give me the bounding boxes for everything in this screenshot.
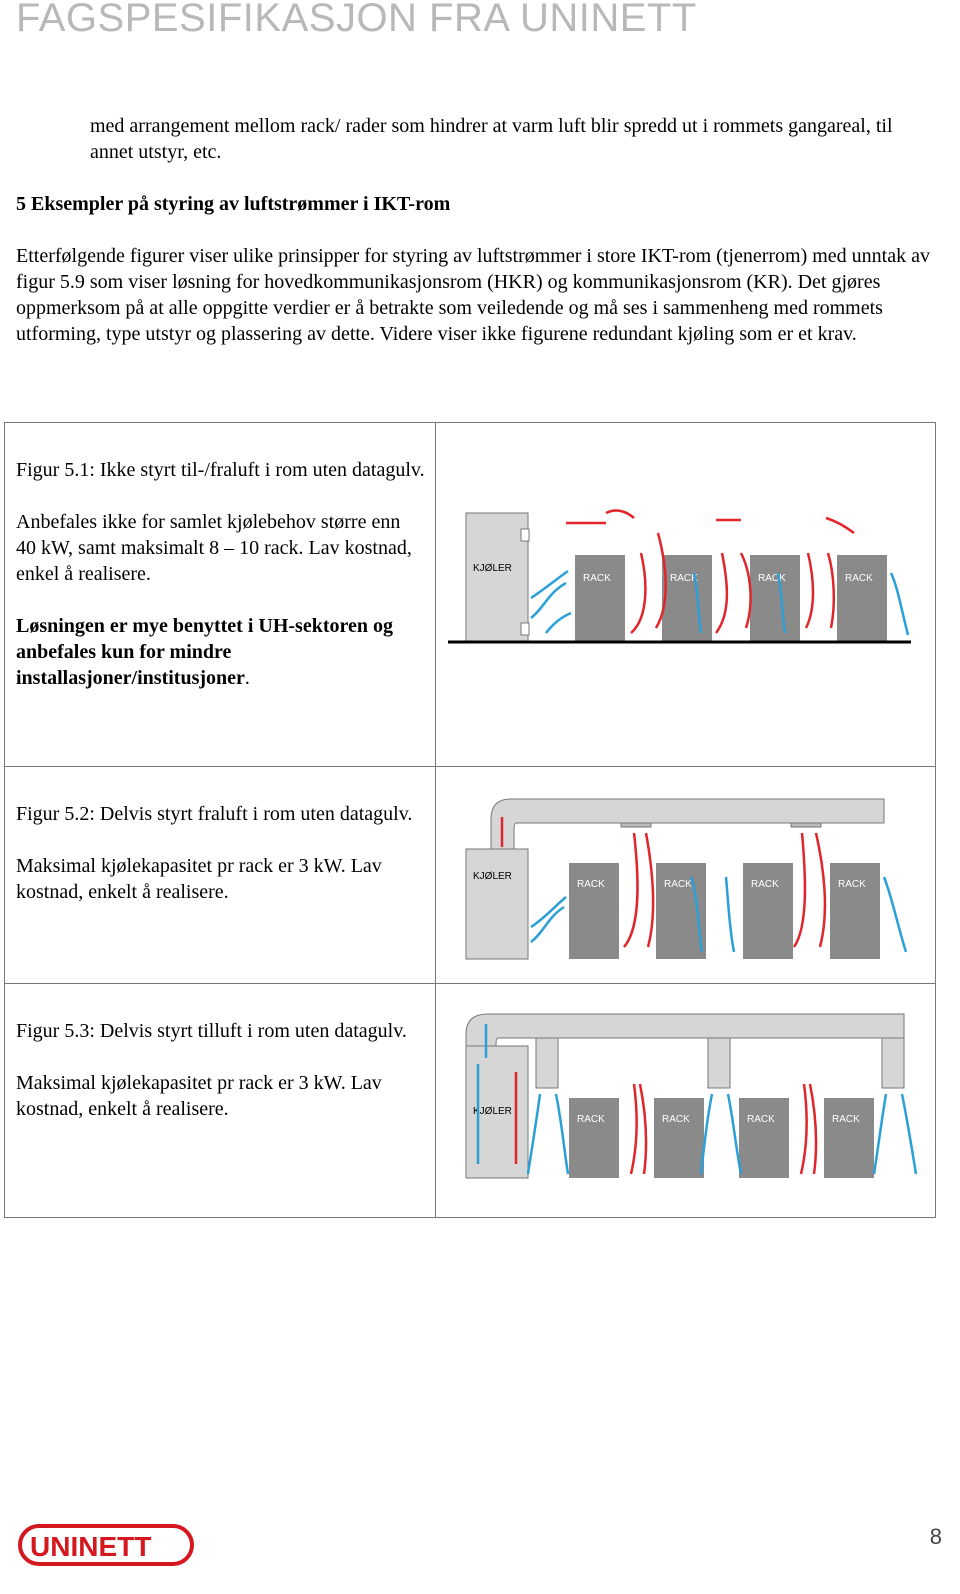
rack-label: RACK: [664, 879, 692, 890]
recommendation-bold-text: Løsningen er mye benyttet i UH-sektoren …: [16, 615, 394, 689]
cooler-label: KJØLER: [473, 871, 512, 882]
rack: [743, 863, 793, 959]
cooler-label: KJØLER: [473, 563, 512, 574]
cooler-label: KJØLER: [473, 1106, 512, 1117]
page-number: 8: [929, 1524, 942, 1549]
figure-caption: Figur 5.1: Ikke styrt til-/fraluft i rom…: [16, 459, 425, 481]
rack-label: RACK: [832, 1114, 860, 1125]
rack-label: RACK: [838, 879, 866, 890]
return-air-duct: [490, 798, 885, 850]
warm-air-arrows: [500, 817, 827, 948]
rack-label: RACK: [577, 879, 605, 890]
rack: [654, 1098, 704, 1178]
document-header-title: FAGSPESIFIKASJON FRA UNINETT: [16, 0, 697, 40]
rack: [569, 863, 619, 959]
airflow-diagram-5-3: KJØLER RACK RACK RACK RACK: [465, 1013, 918, 1179]
figure-note: Anbefales ikke for samlet kjølebehov stø…: [16, 511, 412, 585]
rack-label: RACK: [758, 573, 786, 584]
rack-label: RACK: [662, 1114, 690, 1125]
logo-text: UNINETT: [30, 1531, 151, 1562]
rack: [739, 1098, 789, 1178]
intro-continuation-text: med arrangement mellom rack/ rader som h…: [90, 115, 893, 163]
warm-air-arrows: [566, 509, 855, 634]
cold-air-arrows: [530, 569, 910, 636]
figure-note: Maksimal kjølekapasitet pr rack er 3 kW.…: [16, 1072, 382, 1120]
figure-row-5-2: Figur 5.2: Delvis styrt fraluft i rom ut…: [4, 766, 936, 984]
rack: [575, 555, 625, 641]
section-paragraph: Etterfølgende figurer viser ulike prinsi…: [16, 245, 930, 345]
recommendation-end-text: .: [244, 667, 250, 689]
rack-label: RACK: [583, 573, 611, 584]
figure-row-5-3: Figur 5.3: Delvis styrt tilluft i rom ut…: [4, 983, 936, 1218]
airflow-diagram-5-2: KJØLER RACK RACK RACK RACK: [465, 798, 908, 960]
cold-air-arrows: [476, 1024, 918, 1175]
rack-label: RACK: [577, 1114, 605, 1125]
rack: [750, 555, 800, 641]
rack-label: RACK: [751, 879, 779, 890]
uninett-logo: UNINETT: [18, 1522, 198, 1575]
rack: [569, 1098, 619, 1178]
cooler-unit: [465, 848, 529, 960]
rack-label: RACK: [845, 573, 873, 584]
figure-row-5-1: Figur 5.1: Ikke styrt til-/fraluft i rom…: [4, 422, 936, 767]
rack: [824, 1098, 874, 1178]
cooler-unit: [465, 1045, 529, 1179]
rack: [662, 555, 712, 641]
rack: [837, 555, 887, 641]
rack-label: RACK: [747, 1114, 775, 1125]
rack-label: RACK: [670, 573, 698, 584]
cold-air-arrows: [530, 876, 908, 953]
figure-note: Maksimal kjølekapasitet pr rack er 3 kW.…: [16, 855, 382, 903]
figure-recommendation: Løsningen er mye benyttet i UH-sektoren …: [16, 613, 425, 691]
warm-air-arrows: [514, 1072, 818, 1175]
figure-caption: Figur 5.2: Delvis styrt fraluft i rom ut…: [16, 803, 413, 825]
section-heading: 5 Eksempler på styring av luftstrømmer i…: [16, 193, 451, 215]
figure-caption: Figur 5.3: Delvis styrt tilluft i rom ut…: [16, 1020, 407, 1042]
supply-air-duct: [465, 1013, 905, 1047]
cooler-unit: [465, 512, 529, 642]
rack: [830, 863, 880, 959]
airflow-diagram-5-1: KJØLER RACK RACK RACK RACK: [448, 509, 911, 644]
figure-table: Figur 5.1: Ikke styrt til-/fraluft i rom…: [4, 422, 936, 1218]
